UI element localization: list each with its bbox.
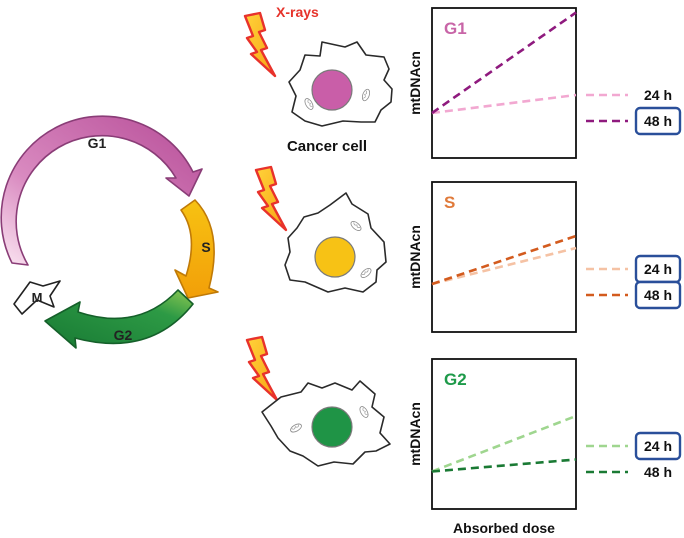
cell-s <box>254 165 387 293</box>
lightning-bolt-icon <box>245 335 279 402</box>
lightning-bolt-icon <box>243 11 277 78</box>
lightning-bolt-icon <box>254 165 288 232</box>
plot-frame <box>431 181 577 333</box>
s-phase-label: S <box>201 239 210 255</box>
legend-label: 48 h <box>644 287 672 303</box>
g1-phase-arrow <box>0 115 203 266</box>
cell-caption: Cancer cell <box>287 138 367 155</box>
legend-highlight-box <box>634 106 682 136</box>
nucleus <box>311 69 353 111</box>
panel-phase-title: S <box>444 193 455 212</box>
plot-frame <box>431 358 577 510</box>
legend-label: 48 h <box>644 464 672 480</box>
panel-phase-title: G2 <box>444 370 467 389</box>
chart-panel-g2: G2 mtDNAcn 24 h 48 h <box>407 358 682 510</box>
nucleus <box>311 406 353 448</box>
cell-cycle-diagram: G1 S G2 M <box>0 115 219 349</box>
y-axis-label: mtDNAcn <box>407 402 423 466</box>
legend-label: 24 h <box>644 261 672 277</box>
legend-highlight-box <box>634 431 682 461</box>
legend-label: 48 h <box>644 113 672 129</box>
panel-phase-title: G1 <box>444 19 467 38</box>
series-line-24h <box>431 246 577 286</box>
legend-label: 24 h <box>644 438 672 454</box>
m-phase-label: M <box>32 290 43 305</box>
m-phase-marker <box>13 280 61 315</box>
legend-highlight-box <box>634 280 682 310</box>
g1-phase-label: G1 <box>88 135 107 151</box>
cell-g2 <box>245 335 391 467</box>
nucleus <box>314 236 356 278</box>
x-axis-label: Absorbed dose <box>453 520 555 536</box>
y-axis-label: mtDNAcn <box>407 225 423 289</box>
g2-phase-arrow <box>44 289 194 349</box>
cell-g1: X-rays Cancer cell <box>243 4 393 155</box>
series-line-48h <box>431 11 577 115</box>
chart-panel-g1: G1 mtDNAcn 24 h 48 h <box>407 7 682 159</box>
g2-phase-label: G2 <box>114 327 133 343</box>
xray-label: X-rays <box>276 4 319 20</box>
legend-label: 24 h <box>644 87 672 103</box>
plot-frame <box>431 7 577 159</box>
s-phase-arrow <box>174 199 219 299</box>
y-axis-label: mtDNAcn <box>407 51 423 115</box>
series-line-24h <box>431 93 577 115</box>
series-line-48h <box>431 458 577 473</box>
